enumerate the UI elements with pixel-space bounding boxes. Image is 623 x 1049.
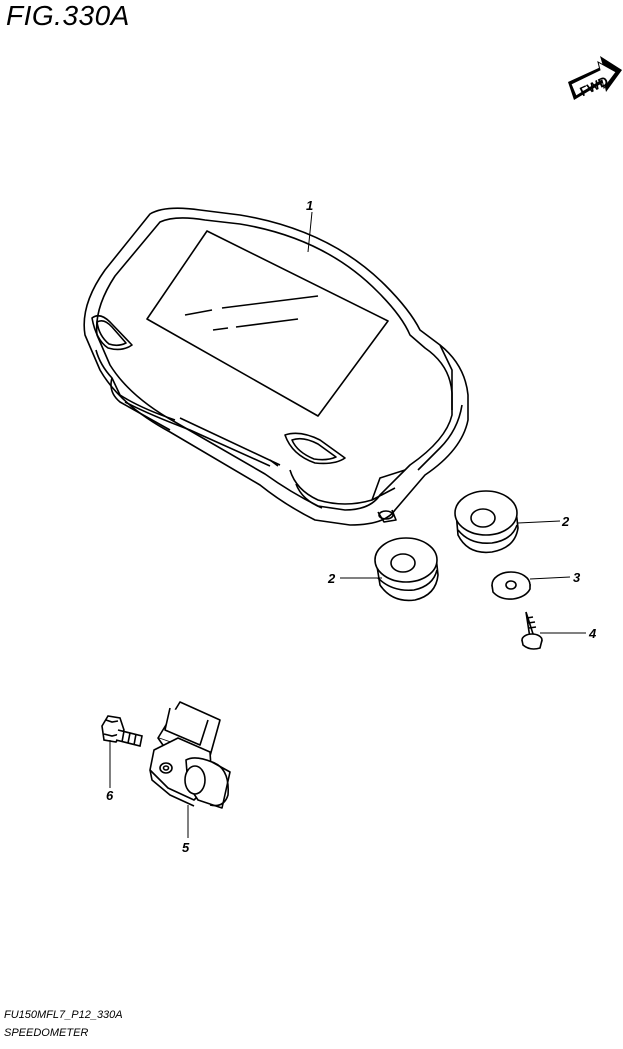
figure-title: FIG.330A	[6, 0, 130, 31]
callout-5: 5	[182, 840, 190, 855]
callout-6: 6	[106, 788, 114, 803]
grommet-left	[374, 537, 439, 602]
callout-1: 1	[306, 198, 313, 213]
fwd-arrow-icon: FWD	[568, 56, 622, 100]
figure-name: SPEEDOMETER	[4, 1027, 89, 1039]
instrument-cluster	[83, 207, 469, 526]
screw	[521, 611, 543, 650]
bolt	[101, 715, 143, 747]
callout-2-left: 2	[327, 571, 336, 586]
model-code: FU150MFL7_P12_330A	[4, 1009, 123, 1021]
callout-4: 4	[588, 626, 597, 641]
callout-3: 3	[573, 570, 581, 585]
grommet-right	[454, 490, 519, 554]
leader-lines	[109, 211, 586, 838]
washer	[491, 571, 531, 600]
callout-2-right: 2	[561, 514, 570, 529]
speed-sensor	[149, 701, 231, 809]
